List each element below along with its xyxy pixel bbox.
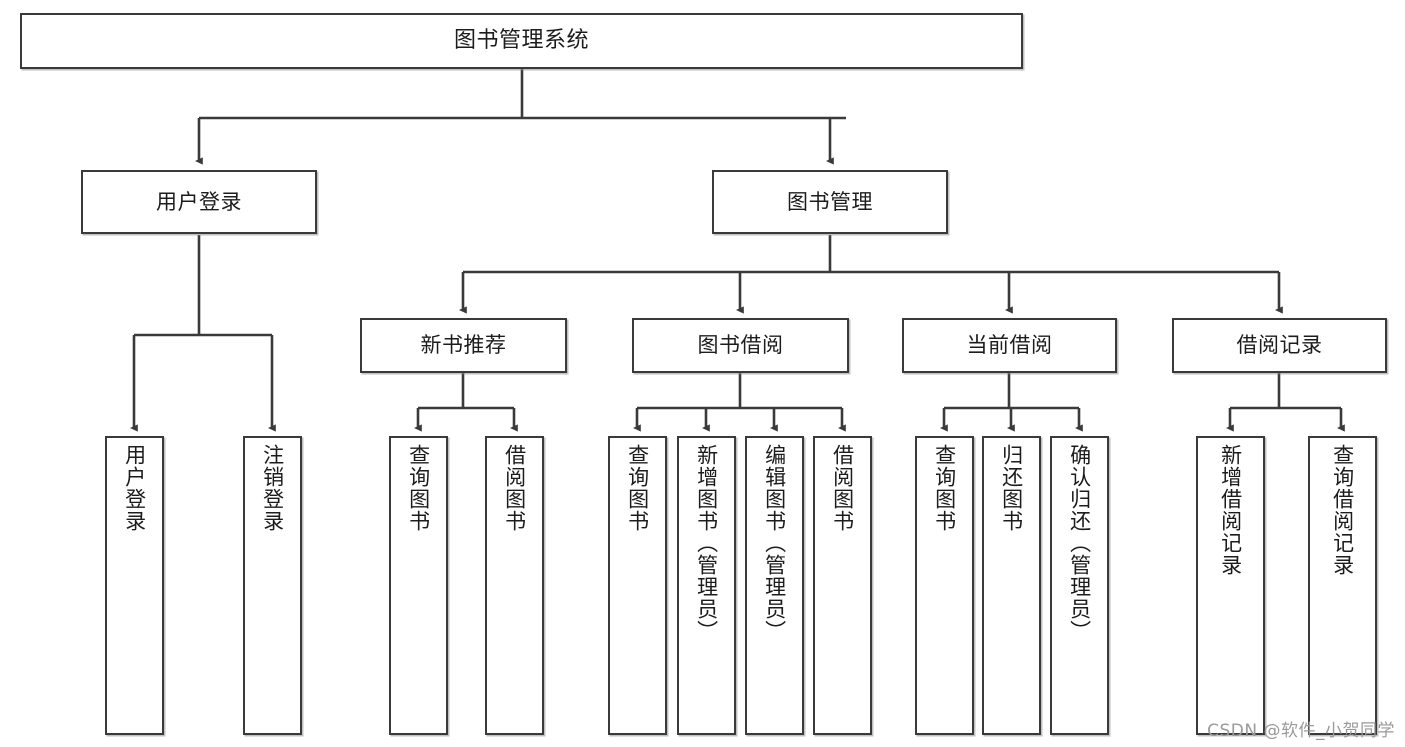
node-leaf-borrow-book[interactable]: 借阅图书 [813, 436, 872, 735]
node-book-borrow[interactable]: 图书借阅 [632, 318, 849, 373]
node-leaf-query-book-borrow[interactable]: 查询图书 [608, 436, 667, 735]
node-borrow-record[interactable]: 借阅记录 [1172, 318, 1387, 373]
node-leaf-add-book-admin[interactable]: 新增图书（管理员） [677, 436, 736, 735]
node-label: 用户登录 [156, 189, 242, 214]
node-leaf-query-borrow-record[interactable]: 查询借阅记录 [1308, 436, 1377, 735]
node-root-book-management-system[interactable]: 图书管理系统 [20, 13, 1023, 69]
node-label: 注销登录 [260, 444, 285, 532]
node-leaf-confirm-return-admin[interactable]: 确认归还（管理员） [1050, 436, 1109, 735]
node-label: 查询借阅记录 [1330, 444, 1355, 576]
watermark-text: CSDN @软件_小贺同学 [1207, 721, 1395, 741]
node-label: 图书借阅 [697, 333, 784, 358]
node-label: 图书管理系统 [453, 28, 589, 54]
node-label: 用户登录 [122, 444, 147, 532]
node-leaf-user-login[interactable]: 用户登录 [105, 436, 164, 735]
node-label: 当前借阅 [966, 333, 1053, 358]
node-leaf-query-book-recommend[interactable]: 查询图书 [389, 436, 448, 735]
node-book-management[interactable]: 图书管理 [712, 170, 948, 234]
node-label: 新增借阅记录 [1218, 444, 1243, 576]
node-label: 查询图书 [625, 444, 650, 532]
node-label: 查询图书 [406, 444, 431, 532]
node-label: 编辑图书（管理员） [762, 444, 787, 642]
node-label: 新增图书（管理员） [694, 444, 719, 642]
node-leaf-query-book-current[interactable]: 查询图书 [915, 436, 974, 735]
node-label: 借阅记录 [1236, 333, 1323, 358]
node-leaf-edit-book-admin[interactable]: 编辑图书（管理员） [745, 436, 804, 735]
node-leaf-logout[interactable]: 注销登录 [243, 436, 302, 735]
node-leaf-borrow-book-recommend[interactable]: 借阅图书 [485, 436, 544, 735]
node-leaf-add-borrow-record[interactable]: 新增借阅记录 [1196, 436, 1265, 735]
node-label: 图书管理 [787, 189, 873, 214]
node-label: 借阅图书 [502, 444, 527, 532]
node-new-book-recommend[interactable]: 新书推荐 [360, 318, 567, 373]
node-label: 查询图书 [932, 444, 957, 532]
node-user-login[interactable]: 用户登录 [81, 170, 317, 234]
node-label: 归还图书 [999, 444, 1024, 532]
node-current-borrow[interactable]: 当前借阅 [902, 318, 1117, 373]
node-label: 借阅图书 [830, 444, 855, 532]
node-leaf-return-book[interactable]: 归还图书 [982, 436, 1041, 735]
node-label: 新书推荐 [420, 333, 507, 358]
node-label: 确认归还（管理员） [1067, 444, 1092, 642]
